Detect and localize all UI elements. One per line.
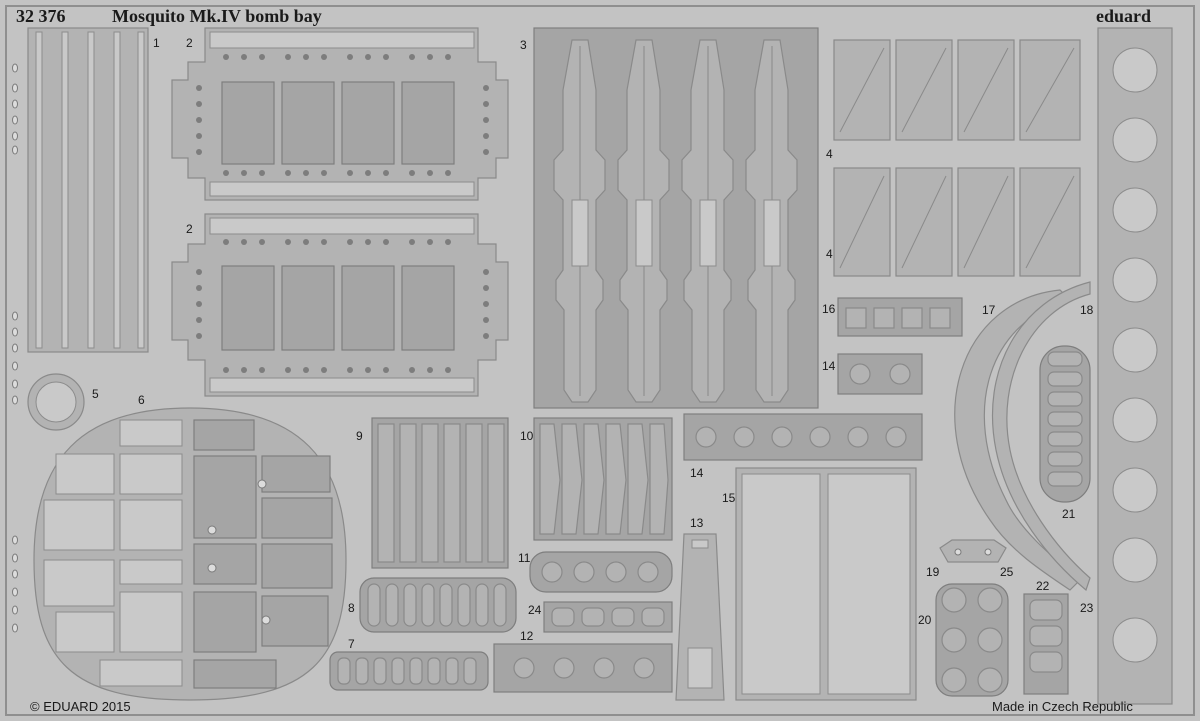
label-part-4a: 4 <box>826 147 833 161</box>
label-part-1: 1 <box>153 36 160 50</box>
part-11 <box>529 551 673 593</box>
part-2-lower-panel <box>171 213 509 397</box>
part-7 <box>329 651 489 691</box>
label-part-11: 11 <box>518 551 531 565</box>
part-3-bomb-racks <box>533 27 819 409</box>
part-6-bulkhead <box>33 407 347 701</box>
label-part-9: 9 <box>356 429 363 443</box>
part-20 <box>935 583 1009 697</box>
set-number: 32 376 <box>16 6 66 26</box>
origin-text: Made in Czech Republic <box>992 699 1133 714</box>
label-part-13: 13 <box>690 516 704 530</box>
part-8 <box>359 577 517 633</box>
part-18-curved-strip <box>991 281 1091 592</box>
label-part-19: 19 <box>926 565 940 579</box>
label-part-7: 7 <box>348 637 355 651</box>
label-part-12: 12 <box>520 629 534 643</box>
label-part-21: 21 <box>1062 507 1076 521</box>
label-part-2b: 2 <box>186 222 193 236</box>
label-part-23: 23 <box>1080 601 1094 615</box>
part-number-labels: 1 2 2 3 4 4 5 6 7 8 9 10 11 12 13 14 14 … <box>92 36 1094 651</box>
part-12 <box>493 643 673 693</box>
part-4-upper-frames <box>833 39 1081 141</box>
label-part-10: 10 <box>520 429 534 443</box>
part-24 <box>543 601 673 633</box>
part-16 <box>837 297 963 337</box>
part-9 <box>371 417 509 569</box>
label-part-22: 22 <box>1036 579 1050 593</box>
part-13 <box>675 533 725 701</box>
part-17-curved-panel <box>954 289 1081 591</box>
label-part-14b: 14 <box>690 466 704 480</box>
part-1-strips <box>27 27 149 353</box>
part-14-lower <box>683 413 923 461</box>
set-title: Mosquito Mk.IV bomb bay <box>112 6 322 26</box>
label-part-18: 18 <box>1080 303 1094 317</box>
part-22 <box>1023 593 1069 695</box>
copyright-text: © EDUARD 2015 <box>30 699 131 714</box>
brand-logo: eduard <box>1096 6 1151 26</box>
label-part-16: 16 <box>822 302 836 316</box>
part-21 <box>1039 345 1091 503</box>
label-part-25: 25 <box>1000 565 1014 579</box>
label-part-14a: 14 <box>822 359 836 373</box>
left-edge-tabs <box>12 63 18 633</box>
label-part-17: 17 <box>982 303 996 317</box>
part-10 <box>533 417 673 541</box>
label-part-6: 6 <box>138 393 145 407</box>
label-part-4b: 4 <box>826 247 833 261</box>
label-part-8: 8 <box>348 601 355 615</box>
label-part-20: 20 <box>918 613 932 627</box>
label-part-15: 15 <box>722 491 736 505</box>
label-part-24: 24 <box>528 603 542 617</box>
part-4-lower-frames <box>833 167 1081 277</box>
part-5-ring <box>27 373 85 431</box>
part-15 <box>735 467 917 701</box>
part-23-strip <box>1097 27 1173 705</box>
part-14-upper <box>837 353 923 395</box>
label-part-3: 3 <box>520 38 527 52</box>
part-2-upper-panel <box>171 27 509 201</box>
label-part-5: 5 <box>92 387 99 401</box>
label-part-2a: 2 <box>186 36 193 50</box>
part-19-25 <box>939 539 1007 563</box>
